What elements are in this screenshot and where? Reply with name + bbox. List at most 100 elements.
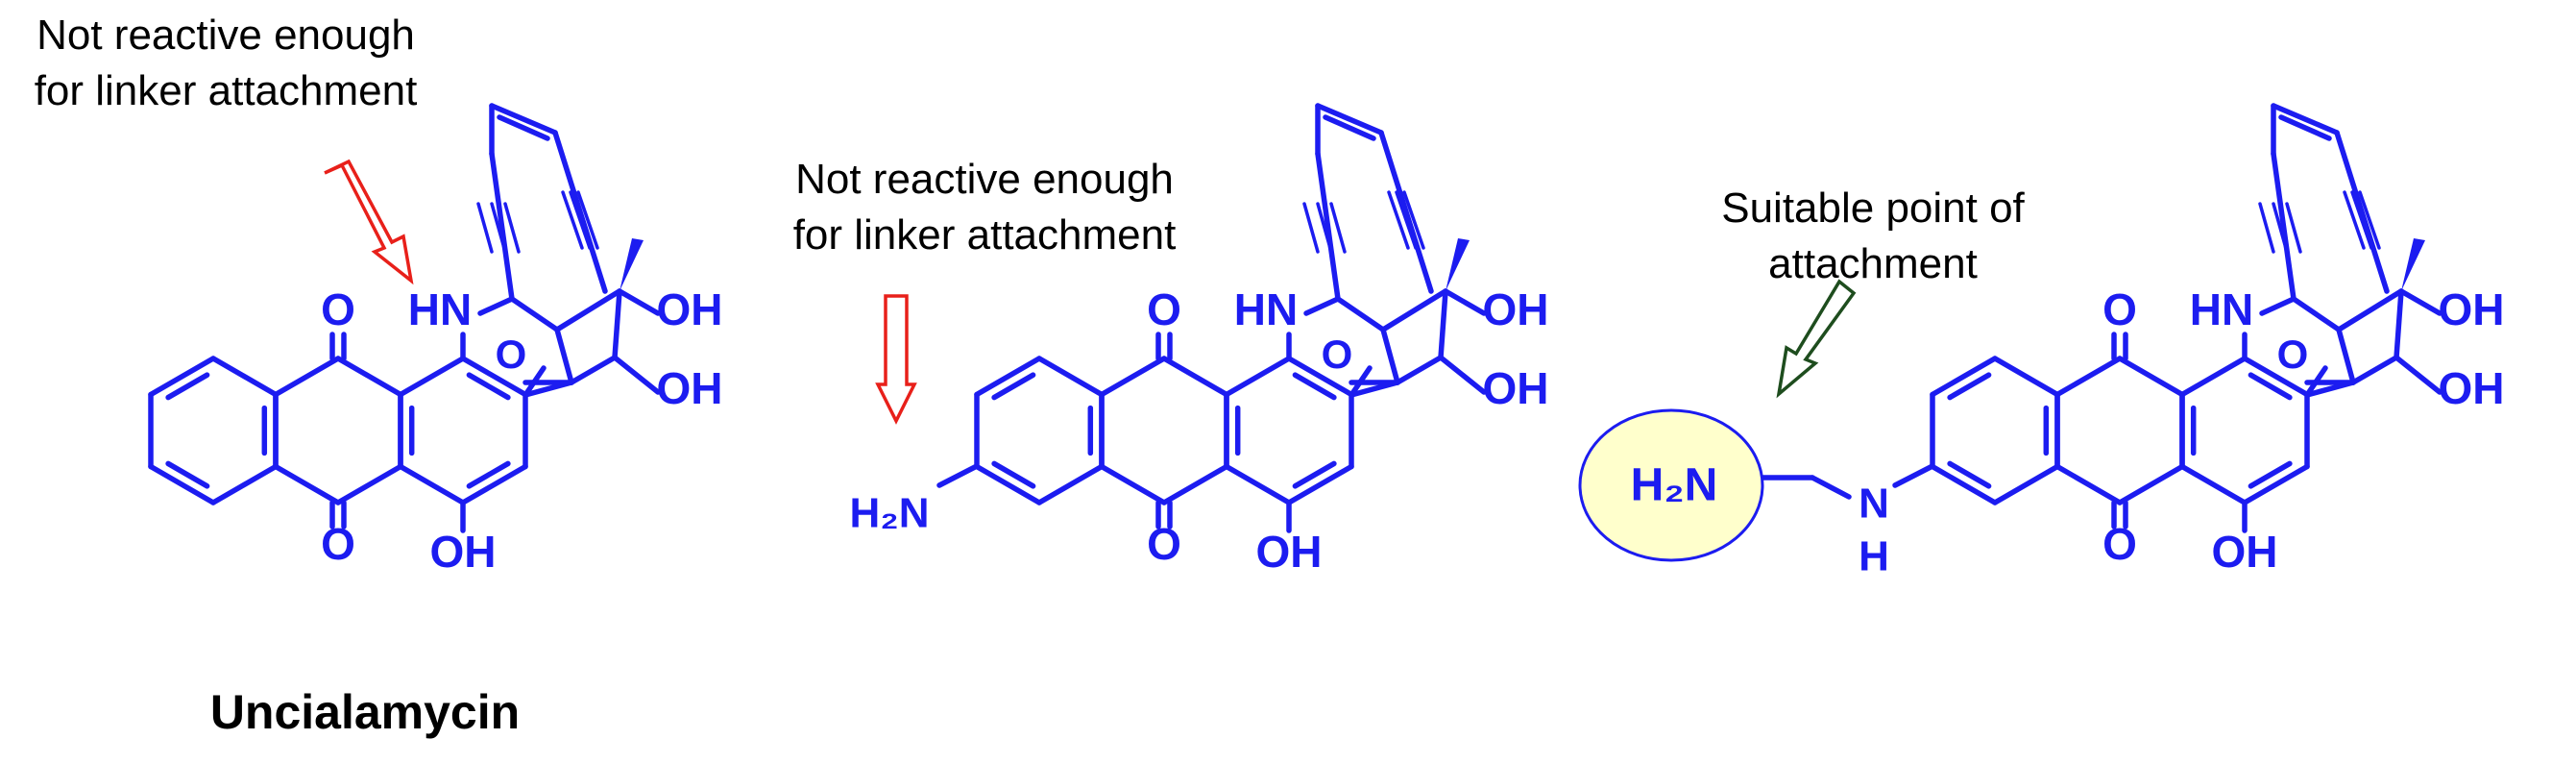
enediyne-bond <box>2334 130 2390 294</box>
atom-label-o: O <box>2102 284 2137 334</box>
ring-a-double-bond <box>991 460 1036 489</box>
ring-a-double-bond <box>165 460 210 489</box>
bridge-bond <box>1349 365 1373 398</box>
bridge-bond <box>554 288 622 333</box>
ring-c-bond <box>1286 356 1354 398</box>
bridge-bond <box>554 327 574 385</box>
ring-a-double-bond <box>1947 460 1992 489</box>
alkyne-bond <box>1316 202 1333 254</box>
alkyne-bond <box>503 202 521 254</box>
alkyne-bond <box>476 202 494 254</box>
alkyne-bond <box>2343 190 2366 250</box>
ring-c-double-bond <box>466 372 511 401</box>
atom-label-oh: OH <box>1483 284 1549 334</box>
annotation-right-line1: Suitable point of <box>1721 185 2025 232</box>
ring-a-bond <box>974 463 1042 505</box>
bridge-bond <box>1303 296 1341 316</box>
bridge-bond <box>1335 296 1386 333</box>
enediyne-bond <box>2271 103 2340 136</box>
atom-label-ring-o: O <box>1322 332 1353 377</box>
annotation-right: Suitable point of attachment <box>1671 181 2075 292</box>
ring-c-bond <box>460 356 528 398</box>
alkyne-bond <box>576 190 599 250</box>
bridge-bond <box>1438 288 1448 360</box>
ring-a-double-bond <box>991 372 1036 401</box>
alkyne-bond <box>1402 190 1425 250</box>
bridge-bond <box>522 380 574 398</box>
ring-c-bond <box>398 356 466 398</box>
ring-c-double-bond <box>1292 460 1337 489</box>
annotation-left-line2: for linker attachment <box>34 67 418 114</box>
methyl-wedge <box>620 238 644 291</box>
atom-label-nh: HN <box>1234 284 1298 334</box>
ring-a-bond <box>148 463 216 505</box>
ring-c-bond <box>1224 356 1292 398</box>
atom-label-n: N <box>1859 481 1889 528</box>
annotation-middle: Not reactive enough for linker attachmen… <box>759 152 1210 263</box>
atom-label-h2n: H₂N <box>849 490 929 537</box>
ring-b-bond <box>1099 463 1167 505</box>
atom-label-h: H <box>1859 533 1889 580</box>
alkyne-bond <box>2272 202 2289 254</box>
ring-a-double-bond <box>165 372 210 401</box>
ring-a-bond <box>1036 356 1105 398</box>
annotation-left: Not reactive enough for linker attachmen… <box>0 8 451 119</box>
ring-c-double-bond <box>466 460 511 489</box>
bridge-bond <box>2291 296 2342 333</box>
atom-label-ring-o: O <box>496 332 527 377</box>
alkyne-bond <box>1387 190 1410 250</box>
alkyne-bond <box>1395 190 1418 250</box>
annotation-middle-line1: Not reactive enough <box>795 156 1174 203</box>
ring-a-bond <box>1992 463 2060 505</box>
ring-c-double-bond <box>2248 372 2293 401</box>
atom-label-h2n: H₂N <box>1631 460 1718 511</box>
atom-label-oh: OH <box>430 527 497 577</box>
ring-b-bond <box>1161 356 1229 398</box>
atom-label-oh: OH <box>657 363 723 413</box>
enediyne-bond <box>552 130 608 294</box>
enediyne-bond <box>2271 151 2297 302</box>
attachment-highlight-circle <box>1578 408 1764 562</box>
ring-b-bond <box>1161 463 1229 505</box>
compound-name: Uncialamycin <box>209 685 521 739</box>
methyl-wedge <box>2401 238 2425 291</box>
ring-a-bond <box>1992 356 2060 398</box>
enediyne-bond <box>1315 103 1384 136</box>
ring-a-bond <box>210 463 279 505</box>
ring-a-bond <box>210 356 279 398</box>
atom-label-oh: OH <box>2439 363 2505 413</box>
ring-a-bond <box>1930 463 1998 505</box>
atom-label-ring-o: O <box>2277 332 2309 377</box>
bridge-bond <box>509 296 560 333</box>
enediyne-double-bond <box>1323 114 1376 141</box>
atom-label-nh: HN <box>408 284 472 334</box>
atom-label-o: O <box>2102 519 2137 569</box>
oh-bond <box>617 288 661 316</box>
atom-label-o: O <box>321 284 355 334</box>
ring-c-bond <box>1224 463 1292 505</box>
amine-bond <box>936 463 980 488</box>
bridge-bond <box>1380 327 1400 385</box>
alkyne-bond <box>569 190 592 250</box>
ring-b-bond <box>1099 356 1167 398</box>
bridge-bond <box>2336 327 2356 385</box>
alkyne-bond <box>2350 190 2373 250</box>
ring-b-bond <box>2117 356 2185 398</box>
ring-c-bond <box>398 463 466 505</box>
bridge-bond <box>612 288 622 360</box>
red-arrow-diagonal <box>324 159 414 285</box>
alkyne-bond <box>1329 202 1347 254</box>
oh-bond <box>2398 288 2442 316</box>
bridge-bond <box>1380 288 1448 333</box>
atom-label-oh: OH <box>657 284 723 334</box>
bridge-bond <box>2259 296 2297 316</box>
ring-c-bond <box>2179 356 2248 398</box>
bridge-bond <box>2394 288 2404 360</box>
enediyne-bond <box>489 103 558 136</box>
enediyne-double-bond <box>497 114 550 141</box>
ring-b-bond <box>2117 463 2185 505</box>
ring-b-bond <box>2054 463 2123 505</box>
ring-a-double-bond <box>1947 372 1992 401</box>
